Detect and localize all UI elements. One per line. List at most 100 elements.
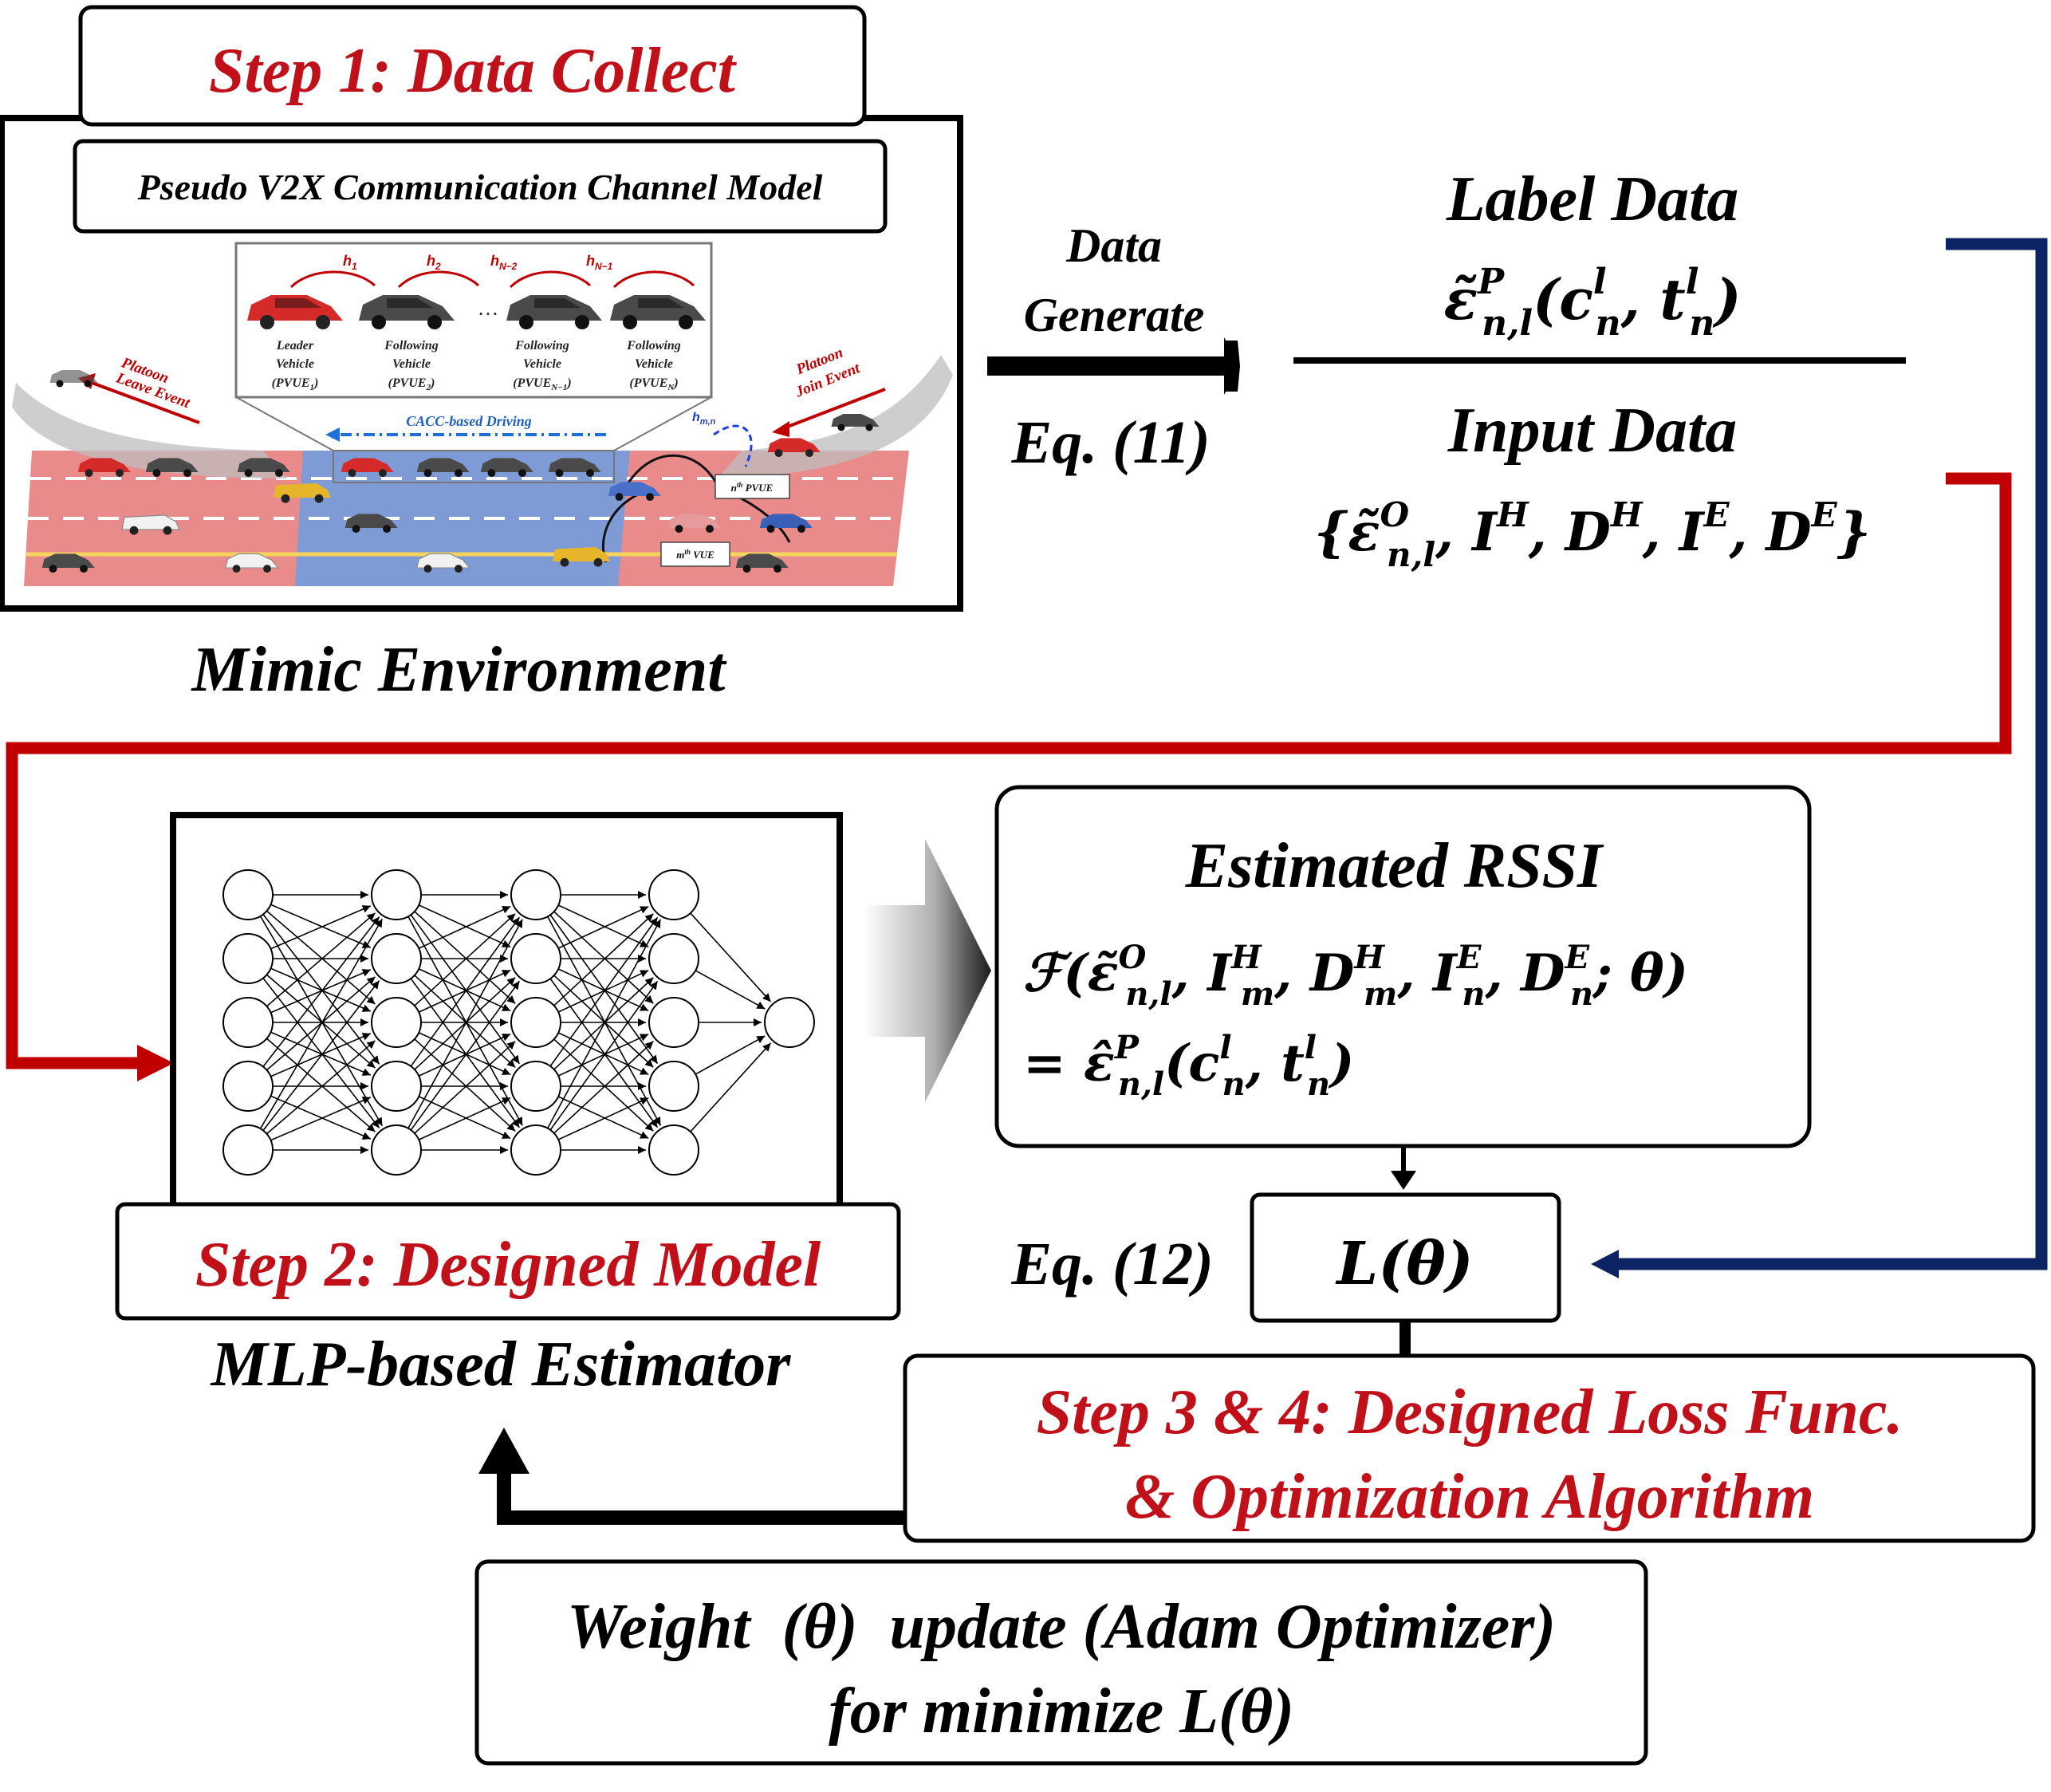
mlp-edge-2-2-0: [553, 913, 654, 1006]
mlp-edge-arrowhead-0-1-0: [361, 905, 371, 913]
eq11-label: Eq. (11): [1010, 409, 1210, 476]
mlp-node-0-3: [222, 1061, 274, 1112]
mlp-edge-arrowhead-0-2-1: [361, 969, 371, 977]
mlp-node-2-0: [510, 869, 561, 920]
step2-title: Step 2: Designed Model: [195, 1230, 821, 1300]
mlp-edge-arrowhead-2-4-4: [638, 1146, 646, 1154]
mlp-edge-arrowhead-0-0-0: [360, 891, 368, 899]
gradient-arrow: [864, 839, 991, 1102]
data-generate-line1: Data: [1065, 219, 1162, 272]
svg-text:Leader: Leader: [276, 339, 314, 352]
mlp-node-2-2: [510, 997, 561, 1048]
mlp-edge-0-2-3: [270, 1031, 372, 1076]
mlp-edge-arrowhead-1-4-2: [506, 1041, 516, 1050]
mlp-edge-0-2-0: [266, 912, 376, 1007]
feedback-arrowhead: [478, 1428, 529, 1474]
mlp-node-0-4: [222, 1124, 274, 1176]
step1-title: Step 1: Data Collect: [209, 36, 738, 106]
road-car-icons: [41, 370, 880, 573]
svg-text:Following: Following: [626, 339, 681, 352]
channel-model-title-box: [73, 139, 888, 234]
mlp-edge-arrowhead-1-2-2: [500, 1018, 508, 1026]
mlp-edge-arrowhead-3-1-0: [756, 1001, 766, 1010]
following-car-2-icon: [359, 295, 455, 329]
mlp-edge-0-4-1: [262, 980, 380, 1131]
mlp-edge-arrowhead-1-4-1: [511, 981, 520, 991]
data-generate-arrow: [987, 337, 1240, 395]
mlp-edge-arrowhead-0-3-1: [366, 976, 376, 986]
mlp-caption: MLP-based Estimator: [210, 1329, 792, 1400]
mlp-edge-arrowhead-2-0-2: [644, 994, 654, 1004]
label-data-title: Label Data: [1446, 164, 1739, 234]
mlp-edge-arrowhead-2-2-1: [640, 970, 649, 978]
mlp-edge-arrowhead-0-0-3: [371, 1055, 380, 1065]
mlp-edge-arrowhead-2-1-3: [644, 1058, 654, 1068]
mlp-edge-0-3-2: [270, 1033, 372, 1077]
mlp-edge-0-4-0: [259, 918, 384, 1129]
svg-text:hN−2: hN−2: [490, 253, 518, 272]
mlp-node-2-4: [510, 1124, 561, 1176]
mlp-node-2-1: [510, 933, 561, 984]
mlp-edge-arrowhead-3-4-0: [762, 1042, 771, 1052]
mlp-edge-1-0-2: [414, 911, 516, 1004]
mlp-edge-2-2-3: [557, 1032, 649, 1076]
mlp-edge-1-0-1: [418, 904, 511, 948]
leader-car-icon: [247, 295, 343, 329]
mlp-edge-arrowhead-2-1-0: [640, 906, 649, 914]
mlp-edge-arrowhead-1-2-4: [506, 1122, 516, 1132]
mlp-edge-arrowhead-0-3-2: [361, 1033, 371, 1041]
mlp-edge-2-1-2: [557, 968, 649, 1012]
following-car-n1-icon: [506, 295, 602, 329]
navy-arrowhead: [1591, 1250, 1619, 1278]
mlp-edge-arrowhead-1-0-3: [511, 1054, 520, 1064]
mlp-edge-arrowhead-0-0-4: [375, 1117, 383, 1126]
mlp-edge-arrowhead-2-3-3: [638, 1082, 646, 1090]
step34-title-line1: Step 3 & 4: Designed Loss Func.: [1037, 1377, 1903, 1447]
step1-title-box: [78, 5, 867, 127]
mlp-edge-3-4-0: [690, 1042, 772, 1132]
mlp-edge-arrowhead-0-2-0: [366, 912, 376, 922]
mlp-edge-arrowhead-2-2-2: [638, 1018, 646, 1026]
navy-connector-line: [1615, 238, 2048, 1270]
mlp-edge-arrowhead-0-1-1: [360, 955, 368, 963]
mth-vue-tag: [660, 542, 730, 567]
mlp-edge-1-3-2: [418, 1033, 511, 1077]
mlp-edge-arrowhead-2-4-1: [649, 981, 658, 991]
mimic-environment-caption: Mimic Environment: [191, 635, 728, 705]
mlp-edge-arrowhead-2-3-4: [640, 1131, 649, 1139]
mlp-edge-2-0-2: [553, 911, 654, 1004]
mlp-edge-arrowhead-2-0-3: [649, 1054, 658, 1064]
hmn-label: hm,n: [692, 411, 716, 427]
mlp-edge-arrowhead-3-3-0: [756, 1035, 766, 1044]
mlp-node-3-0: [648, 869, 699, 920]
mlp-edge-0-4-2: [266, 1040, 376, 1135]
mlp-edge-arrowhead-0-1-2: [361, 1004, 371, 1012]
channel-arcs: [289, 270, 695, 289]
mlp-edge-arrowhead-2-1-4: [649, 1118, 658, 1128]
mlp-edge-arrowhead-0-3-3: [360, 1082, 368, 1090]
nth-pvue-tag: [715, 474, 790, 499]
mlp-node-3-3: [648, 1061, 699, 1112]
mlp-edge-arrowhead-1-3-1: [506, 977, 516, 987]
svg-text:Vehicle: Vehicle: [392, 357, 431, 371]
mlp-node-1-1: [371, 933, 422, 984]
svg-text:h2: h2: [427, 253, 441, 272]
mlp-edge-arrowhead-0-1-3: [366, 1059, 376, 1069]
step34-box: [903, 1353, 2036, 1543]
mlp-edge-arrowhead-0-4-3: [361, 1097, 371, 1105]
mlp-edge-2-1-0: [557, 905, 649, 949]
mlp-frame: [170, 812, 843, 1213]
mlp-edge-1-2-3: [418, 1032, 511, 1076]
mlp-edge-2-2-1: [557, 969, 649, 1013]
mlp-edge-arrowhead-1-2-1: [501, 970, 511, 978]
mlp-edge-arrowhead-2-0-0: [638, 891, 646, 899]
mlp-edge-arrowhead-0-2-4: [366, 1123, 376, 1132]
mlp-edge-arrowhead-1-3-4: [501, 1131, 511, 1139]
mlp-edge-arrowhead-2-4-0: [653, 919, 661, 928]
mlp-edge-arrowhead-0-2-3: [361, 1068, 371, 1076]
leave-event-arrow: [87, 380, 200, 424]
mlp-edge-1-2-1: [418, 969, 511, 1013]
